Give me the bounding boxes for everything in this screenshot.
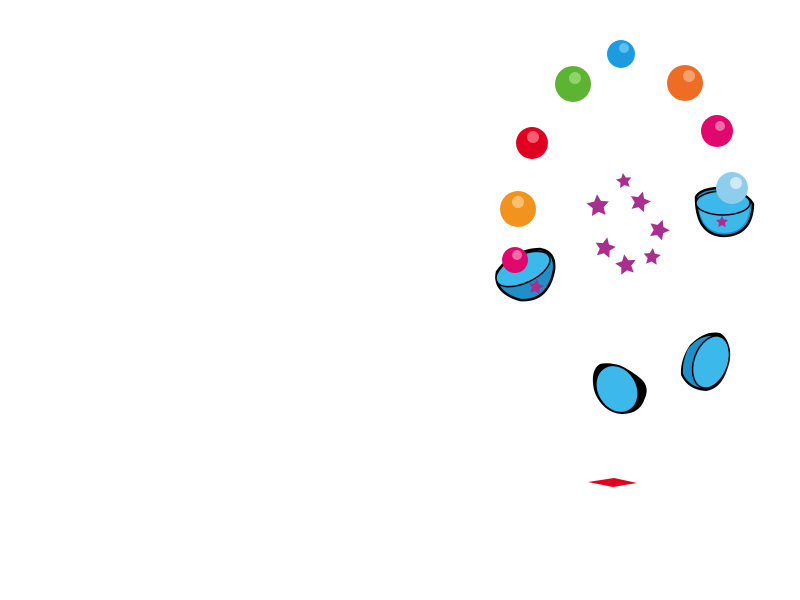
star-2	[630, 191, 651, 213]
red-diamond	[588, 478, 637, 487]
star-3	[650, 219, 670, 241]
star-5	[615, 254, 636, 275]
blue-ball	[607, 40, 635, 68]
star-6	[595, 237, 616, 258]
red-ball	[516, 127, 548, 159]
stars-ring	[586, 172, 670, 275]
capsule-half-left	[592, 363, 647, 414]
capsule-right-open	[694, 172, 755, 238]
pink-ball	[502, 247, 528, 273]
star-7	[586, 194, 609, 217]
amber-ball	[500, 191, 536, 227]
magenta-ball	[701, 115, 733, 147]
orange-ball	[667, 65, 703, 101]
green-ball	[555, 66, 591, 102]
light-blue-ball	[716, 172, 748, 204]
star-1	[615, 172, 632, 189]
star-4	[643, 248, 661, 265]
capsule-half-right	[680, 332, 731, 391]
balls-group	[500, 40, 733, 227]
capsule-left-open	[495, 247, 556, 302]
